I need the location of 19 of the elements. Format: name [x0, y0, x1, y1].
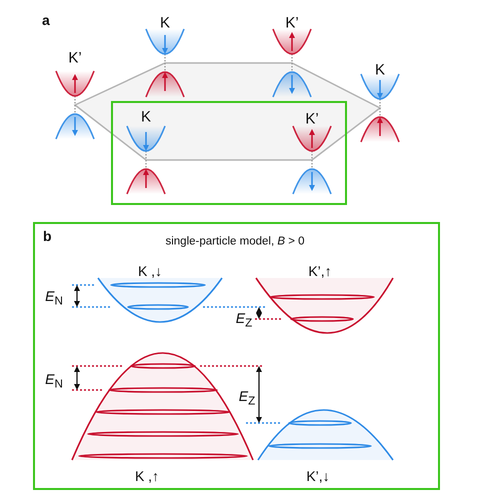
- valley-label: K’: [285, 16, 299, 30]
- panel-letter: a: [42, 13, 50, 27]
- energy-label: E$_{N}$: [45, 288, 63, 308]
- panel-title: single-particle model, B > 0: [165, 236, 305, 248]
- energy-label: E$_{Z}$: [236, 310, 252, 330]
- valley-label: K: [160, 16, 170, 30]
- band-label: K’,↓: [306, 469, 330, 483]
- band-label: K ,↓: [138, 264, 162, 278]
- valley-label: K: [375, 62, 385, 78]
- valley-label: K’: [68, 50, 82, 66]
- panel-frame: [33, 222, 440, 490]
- energy-label: E$_{N}$: [45, 372, 63, 390]
- valley-label: K: [141, 110, 151, 124]
- band-label: K ,↑: [134, 469, 160, 483]
- energy-label: E$_{Z}$: [238, 388, 256, 408]
- panel-letter: b: [43, 229, 52, 243]
- band-label: K’,↑: [308, 264, 332, 278]
- highlight-frame: [111, 101, 347, 205]
- valley-label: K’: [305, 112, 319, 126]
